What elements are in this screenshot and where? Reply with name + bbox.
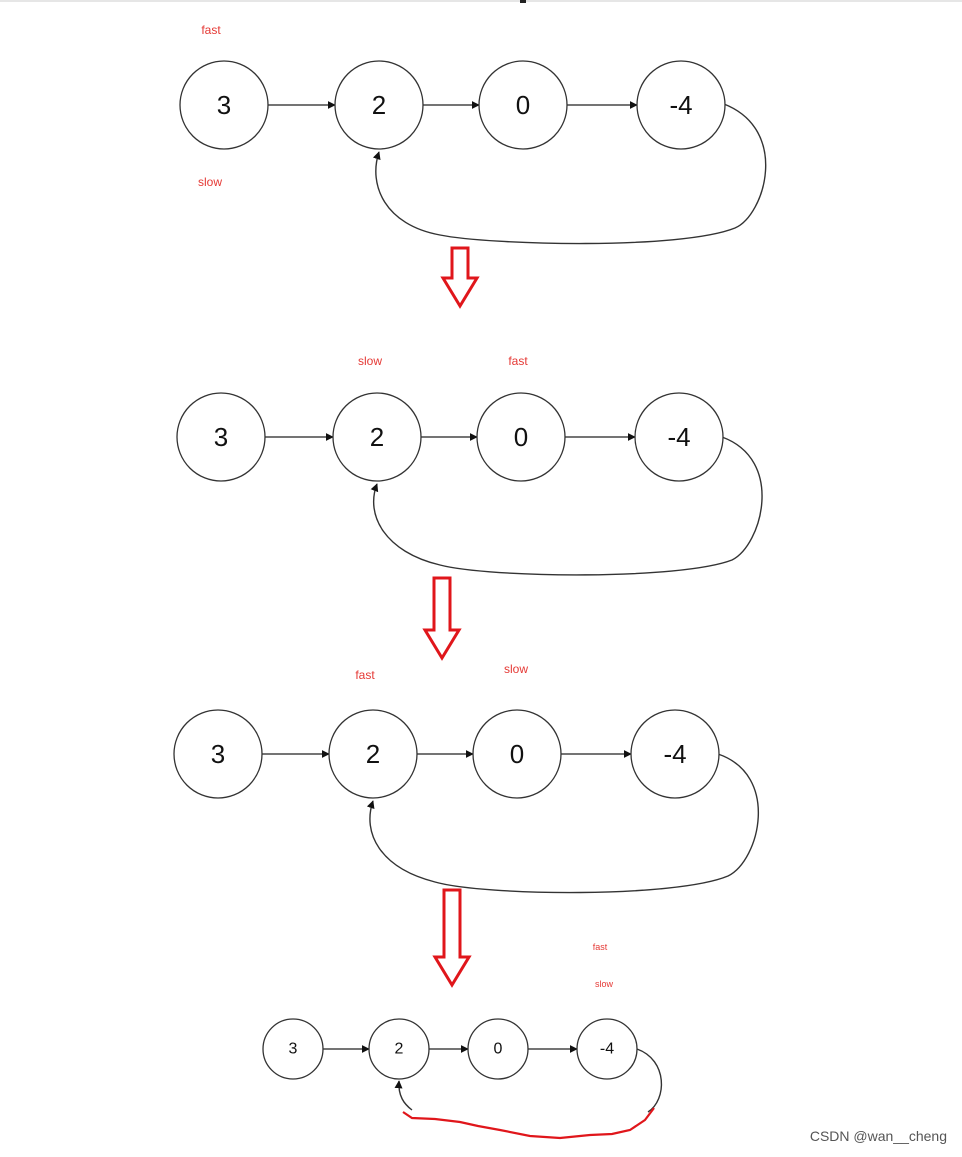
step-down-arrow-3 xyxy=(432,888,472,988)
panel-4: 3 2 0 -4 fast slow xyxy=(262,942,662,1140)
node-circle xyxy=(179,60,269,150)
node-3: 0 xyxy=(478,60,568,150)
node-circle xyxy=(576,1018,638,1080)
step-down-arrow-2 xyxy=(422,576,462,661)
watermark: CSDN @wan__cheng xyxy=(809,1128,947,1144)
node-circle xyxy=(173,709,263,799)
node-circle xyxy=(472,709,562,799)
node-circle xyxy=(334,60,424,150)
node-circle xyxy=(332,392,422,482)
cycle-highlight-stroke xyxy=(402,1107,655,1140)
node-1: 3 xyxy=(176,392,266,482)
pointer-label-fast: fast xyxy=(201,23,221,37)
node-value: 0 xyxy=(494,1041,503,1058)
node-circle xyxy=(176,392,266,482)
node-value: 0 xyxy=(510,739,524,769)
pointer-label-slow: slow xyxy=(198,175,222,189)
node-value: 2 xyxy=(366,739,380,769)
cycle-edge xyxy=(372,103,767,245)
node-value: 3 xyxy=(289,1041,298,1058)
node-3: 0 xyxy=(467,1018,529,1080)
node-2: 2 xyxy=(368,1018,430,1080)
node-circle xyxy=(478,60,568,150)
node-circle xyxy=(476,392,566,482)
node-4: -4 xyxy=(630,709,720,799)
cycle-edge-end xyxy=(394,1080,413,1111)
panel-1: 3 2 0 -4 fast slow xyxy=(179,23,767,245)
node-1: 3 xyxy=(179,60,269,150)
pointer-label-slow: slow xyxy=(504,662,528,676)
panel-3: 3 2 0 -4 fast slow xyxy=(173,662,759,894)
panel-2: 3 2 0 -4 slow fast xyxy=(176,354,763,576)
node-value: -4 xyxy=(669,90,692,120)
node-3: 0 xyxy=(472,709,562,799)
node-value: 2 xyxy=(370,422,384,452)
node-2: 2 xyxy=(332,392,422,482)
node-value: -4 xyxy=(663,739,686,769)
cycle-edge xyxy=(366,753,759,894)
node-1: 3 xyxy=(173,709,263,799)
top-marker xyxy=(520,0,526,3)
node-circle xyxy=(328,709,418,799)
node-4: -4 xyxy=(634,392,724,482)
node-value: 3 xyxy=(214,422,228,452)
pointer-label-fast: fast xyxy=(508,354,528,368)
top-border-line xyxy=(0,0,962,2)
node-1: 3 xyxy=(262,1018,324,1080)
node-circle xyxy=(467,1018,529,1080)
step-down-arrow-1 xyxy=(440,246,480,309)
node-circle xyxy=(630,709,720,799)
node-2: 2 xyxy=(334,60,424,150)
node-4: -4 xyxy=(576,1018,638,1080)
cycle-edge xyxy=(370,436,763,576)
node-value: 2 xyxy=(395,1041,404,1058)
node-circle xyxy=(634,392,724,482)
node-4: -4 xyxy=(636,60,726,150)
pointer-label-fast: fast xyxy=(355,668,375,682)
pointer-label-slow: slow xyxy=(595,979,614,989)
node-2: 2 xyxy=(328,709,418,799)
node-value: 0 xyxy=(516,90,530,120)
node-value: 0 xyxy=(514,422,528,452)
node-value: 3 xyxy=(217,90,231,120)
node-3: 0 xyxy=(476,392,566,482)
node-value: -4 xyxy=(667,422,690,452)
step-arrows-layer xyxy=(422,246,480,988)
node-circle xyxy=(636,60,726,150)
pointer-label-slow: slow xyxy=(358,354,382,368)
pointer-label-fast: fast xyxy=(593,942,608,952)
node-circle xyxy=(368,1018,430,1080)
node-value: 3 xyxy=(211,739,225,769)
node-circle xyxy=(262,1018,324,1080)
cycle-edge-start xyxy=(636,1048,662,1113)
node-value: 2 xyxy=(372,90,386,120)
node-value: -4 xyxy=(600,1041,614,1058)
